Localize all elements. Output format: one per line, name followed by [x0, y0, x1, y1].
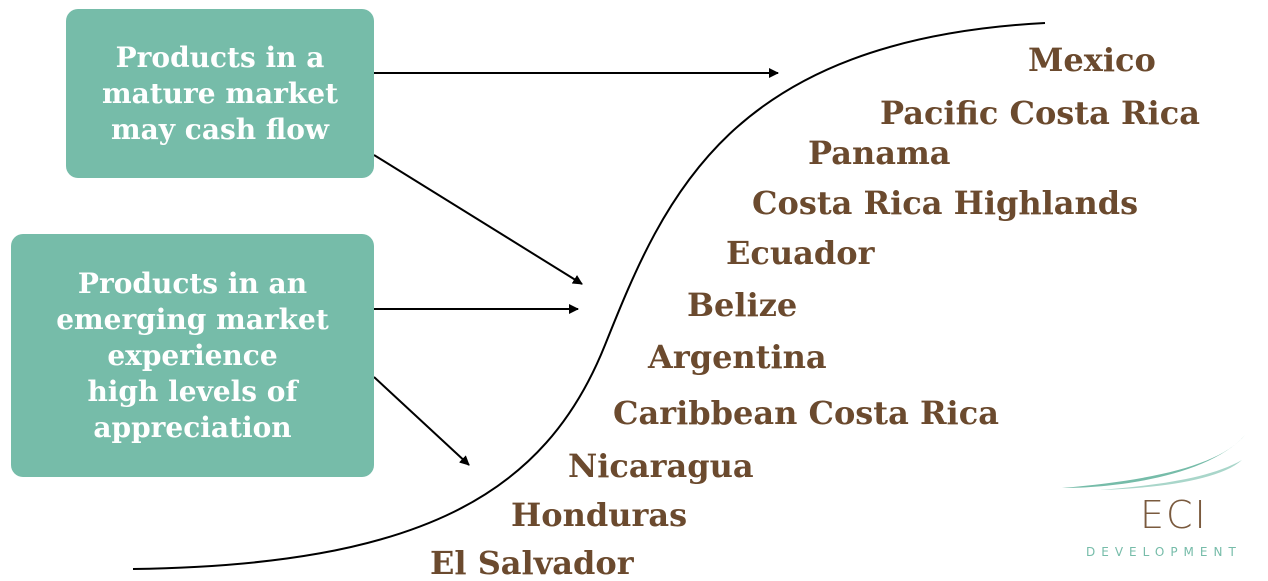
- emerging-market-text: Products in an emerging market experienc…: [56, 266, 329, 444]
- country-label-honduras: Honduras: [511, 496, 688, 534]
- country-label-caribbean-costa-rica: Caribbean Costa Rica: [613, 394, 999, 432]
- emerging-market-box: Products in an emerging market experienc…: [11, 234, 374, 477]
- eci-logo-subtitle: DEVELOPMENT: [1086, 545, 1242, 559]
- country-label-el-salvador: El Salvador: [430, 544, 634, 581]
- country-label-pacific-costa-rica: Pacific Costa Rica: [880, 94, 1200, 132]
- country-label-belize: Belize: [687, 286, 798, 324]
- s-curve: [132, 22, 1046, 570]
- country-label-nicaragua: Nicaragua: [568, 447, 754, 485]
- country-label-ecuador: Ecuador: [726, 234, 875, 272]
- mature-market-text: Products in a mature market may cash flo…: [101, 40, 339, 146]
- country-label-costa-rica-highlands: Costa Rica Highlands: [752, 184, 1139, 222]
- mature-market-box: Products in a mature market may cash flo…: [66, 9, 374, 178]
- eci-logo-swoosh-icon: [1062, 435, 1245, 490]
- country-label-mexico: Mexico: [1028, 41, 1156, 79]
- country-label-argentina: Argentina: [648, 338, 827, 376]
- arrow-mature-to-middle: [373, 154, 583, 285]
- arrow-emerging-to-bottom: [373, 376, 470, 466]
- eci-logo-name: ECI: [1140, 493, 1208, 537]
- country-label-panama: Panama: [808, 134, 951, 172]
